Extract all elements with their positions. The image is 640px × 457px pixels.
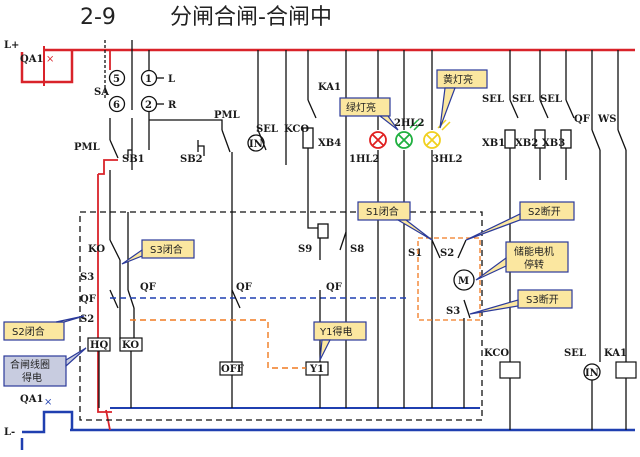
in-top-label: IN xyxy=(249,139,263,150)
diagram-number: 2-9 xyxy=(80,5,116,30)
sa-contact-1-label: 1 xyxy=(145,74,152,85)
diagram-title: 分闸合闸-合闸中 xyxy=(170,5,332,30)
s1-label: S1 xyxy=(408,248,422,259)
callout-coil-energized: 合闸线圈 得电 xyxy=(3,347,87,387)
off-label: OFF xyxy=(221,364,244,375)
sb1-label: SB1 xyxy=(122,154,145,165)
ka1-bottom-label: KA1 xyxy=(604,348,627,359)
ws-label: WS xyxy=(597,114,616,125)
svg-text:储能电机: 储能电机 xyxy=(514,245,554,258)
svg-text:S3闭合: S3闭合 xyxy=(150,243,183,256)
y1-coil-path xyxy=(130,319,306,369)
ka1-top-label: KA1 xyxy=(318,82,341,93)
s2-label: S2 xyxy=(80,314,94,325)
s2-right-label: S2 xyxy=(440,248,454,259)
sel-top-label: SEL xyxy=(256,124,278,135)
svg-text:得电: 得电 xyxy=(22,371,42,384)
sa-contact-2-label: 2 xyxy=(145,100,152,111)
qf-top-label: QF xyxy=(574,114,590,125)
sa-contact-5-label: 5 xyxy=(113,74,120,85)
qa1-top-label: QA1 xyxy=(20,54,43,65)
l-minus-label: L- xyxy=(4,427,15,438)
hl1-label: 1HL2 xyxy=(349,154,379,165)
svg-text:S2闭合: S2闭合 xyxy=(12,325,45,338)
svg-text:合闸线圈: 合闸线圈 xyxy=(10,358,50,371)
l-terminal-label: L xyxy=(168,74,175,85)
sel2-label: SEL xyxy=(512,94,534,105)
motor-label: M xyxy=(458,276,469,287)
svg-text:Y1得电: Y1得电 xyxy=(319,325,352,338)
qa1-bottom-label: QA1 xyxy=(20,394,43,405)
xb1-label: XB1 xyxy=(482,138,505,149)
svg-text:黄灯亮: 黄灯亮 xyxy=(443,73,473,86)
qa1-bottom-link xyxy=(22,410,74,434)
sa-label: SA xyxy=(94,87,109,98)
qa1-bottom-mark: × xyxy=(44,397,52,408)
kco-top-label: KCO xyxy=(284,124,309,135)
qa1-top-link xyxy=(20,50,74,84)
in-bottom-label: IN xyxy=(585,368,599,379)
s3-right-label: S3 xyxy=(446,306,460,317)
ka1-coil xyxy=(615,361,637,379)
s3-label: S3 xyxy=(80,272,94,283)
kco-bottom-label: KCO xyxy=(484,348,509,359)
qa1-top-mark: × xyxy=(46,54,54,65)
qf-a-label: QF xyxy=(140,282,156,293)
sb2-label: SB2 xyxy=(180,154,203,165)
hl2-label: 2HL2 xyxy=(394,118,424,129)
y1-label: Y1 xyxy=(309,364,324,375)
sel1-label: SEL xyxy=(482,94,504,105)
s9-switch xyxy=(317,223,329,239)
s8-label: S8 xyxy=(350,244,364,255)
sel-bottom-label: SEL xyxy=(564,348,586,359)
qf-c-label: QF xyxy=(326,282,342,293)
energy-storage-motor xyxy=(453,269,475,291)
xb4-label: XB4 xyxy=(318,138,341,149)
callout-s1-closed: S1闭合 xyxy=(357,201,433,241)
svg-text:S2断开: S2断开 xyxy=(528,205,561,218)
callout-s2-closed: S2闭合 xyxy=(3,315,85,341)
s9-label: S9 xyxy=(298,244,312,255)
kco-coil xyxy=(499,361,521,379)
svg-text:绿灯亮: 绿灯亮 xyxy=(346,101,376,114)
pml-mid-label: PML xyxy=(214,110,240,121)
l-plus-label: L+ xyxy=(4,40,19,51)
sa-contact-6-label: 6 xyxy=(113,100,120,111)
svg-text:S3断开: S3断开 xyxy=(526,293,559,306)
callout-green-lamp: 绿灯亮 xyxy=(339,97,399,131)
callout-s3-closed: S3闭合 xyxy=(121,239,195,265)
off-coil xyxy=(219,361,243,376)
qf-b-label: QF xyxy=(236,282,252,293)
callout-motor-stopped: 储能电机 停转 xyxy=(475,241,569,281)
ko-label: KO xyxy=(88,244,105,255)
sel3-label: SEL xyxy=(540,94,562,105)
sa-contact-6 xyxy=(108,95,126,113)
breaker-mechanism-box xyxy=(79,211,483,421)
callout-y1-energized: Y1得电 xyxy=(313,321,367,361)
pml-left-label: PML xyxy=(74,142,100,153)
xb1-switch xyxy=(504,129,516,149)
qf-left-label: QF xyxy=(80,294,96,305)
hl3-label: 3HL2 xyxy=(432,154,462,165)
callout-s2-open: S2断开 xyxy=(465,201,575,241)
in-top-indicator xyxy=(247,134,265,152)
xb2-label: XB2 xyxy=(515,138,538,149)
ko-box-label: KO xyxy=(122,340,139,351)
r-terminal-label: R xyxy=(168,100,177,111)
svg-text:停转: 停转 xyxy=(524,258,544,271)
svg-text:S1闭合: S1闭合 xyxy=(366,205,399,218)
xb3-label: XB3 xyxy=(542,138,565,149)
callout-s3-open: S3断开 xyxy=(469,289,573,315)
closing-path xyxy=(97,174,112,413)
callout-yellow-lamp: 黄灯亮 xyxy=(436,69,488,129)
sa-contact-5 xyxy=(108,69,126,87)
hq-label: HQ xyxy=(90,340,108,351)
